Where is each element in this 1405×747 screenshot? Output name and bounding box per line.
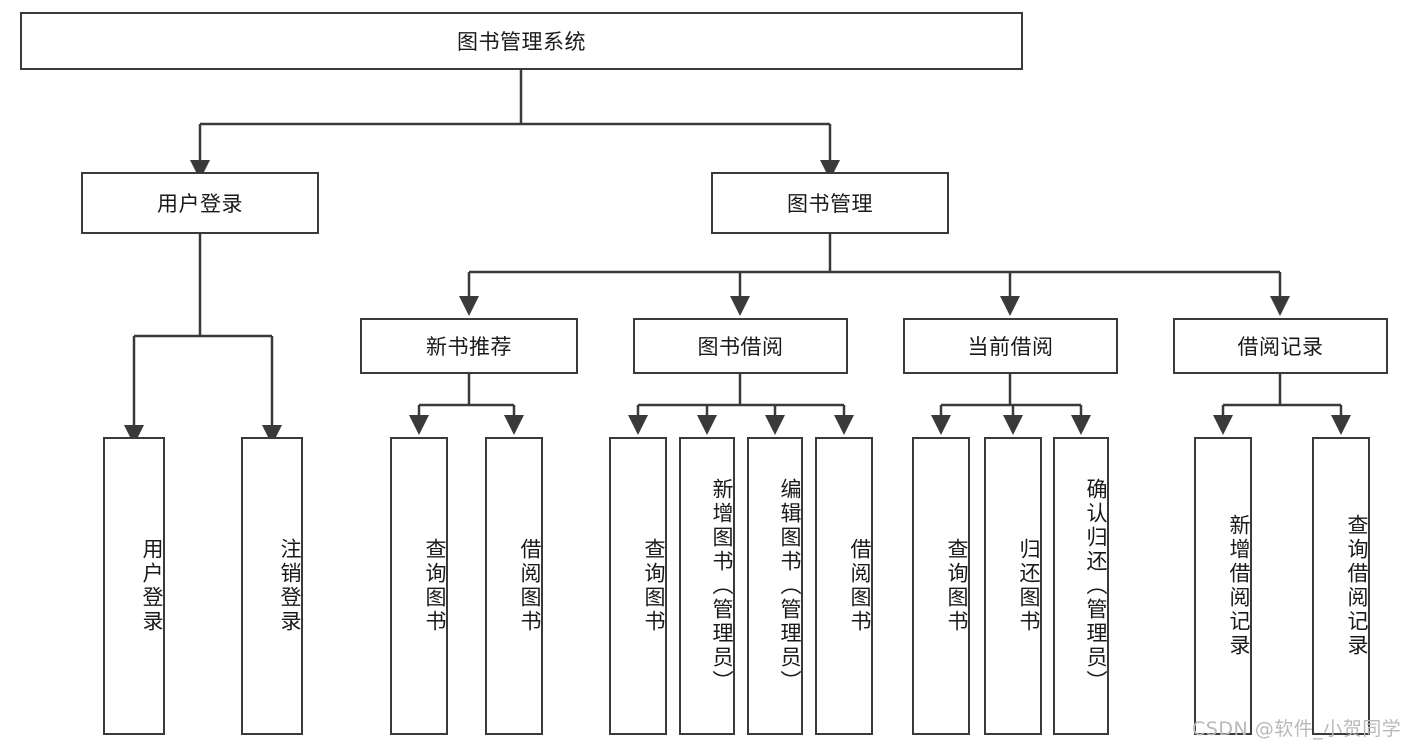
node-label: 借阅图书 (518, 538, 542, 634)
node-label: 注销登录 (278, 538, 302, 634)
arrowhead-leaf-logout-login (262, 425, 282, 445)
node-label: 新书推荐 (426, 335, 512, 359)
node-leaf-return-book[interactable]: 归还图书 (984, 437, 1042, 735)
node-user-login[interactable]: 用户登录 (81, 172, 319, 234)
node-current-borrow[interactable]: 当前借阅 (903, 318, 1118, 374)
node-leaf-query-book-3[interactable]: 查询图书 (912, 437, 970, 735)
arrowhead-leaf-add-book (697, 415, 717, 435)
arrowhead-leaf-edit-book (765, 415, 785, 435)
node-label: 借阅记录 (1237, 335, 1324, 359)
arrowhead-leaf-user-login (124, 425, 144, 445)
arrowhead-new-book-recommend (459, 296, 479, 316)
node-leaf-add-book[interactable]: 新增图书（管理员） (679, 437, 735, 735)
node-label: 图书借阅 (697, 335, 784, 359)
node-label: 新增图书（管理员） (710, 478, 734, 694)
node-label: 用户登录 (140, 538, 164, 634)
node-leaf-borrow-book-1[interactable]: 借阅图书 (485, 437, 543, 735)
arrowhead-current-borrow (1000, 296, 1020, 316)
node-new-book-recommend[interactable]: 新书推荐 (360, 318, 578, 374)
node-label: 当前借阅 (967, 335, 1054, 359)
node-leaf-query-borrow-record[interactable]: 查询借阅记录 (1312, 437, 1370, 735)
node-label: 新增借阅记录 (1227, 514, 1251, 658)
arrowhead-leaf-confirm-return (1071, 415, 1091, 435)
node-leaf-add-borrow-record[interactable]: 新增借阅记录 (1194, 437, 1252, 735)
arrowhead-book-management (820, 160, 840, 180)
node-leaf-query-book-2[interactable]: 查询图书 (609, 437, 667, 735)
node-leaf-user-login[interactable]: 用户登录 (103, 437, 165, 735)
arrowhead-leaf-query-borrow-record (1331, 415, 1351, 435)
node-label: 查询图书 (423, 538, 447, 634)
node-label: 查询图书 (642, 538, 666, 634)
arrowhead-borrow-record (1270, 296, 1290, 316)
node-borrow-record[interactable]: 借阅记录 (1173, 318, 1388, 374)
node-label: 查询借阅记录 (1345, 514, 1369, 658)
node-label: 确认归还（管理员） (1084, 478, 1108, 694)
arrowhead-leaf-borrow-book-1 (504, 415, 524, 435)
arrowhead-leaf-borrow-book-2 (834, 415, 854, 435)
arrowhead-user-login (190, 160, 210, 180)
arrowhead-leaf-query-book-1 (409, 415, 429, 435)
node-label: 图书管理系统 (457, 30, 586, 54)
node-label: 归还图书 (1017, 538, 1041, 634)
node-label: 编辑图书（管理员） (778, 478, 802, 694)
arrowheads (124, 160, 1351, 445)
arrowhead-leaf-return-book (1003, 415, 1023, 435)
node-label: 用户登录 (157, 192, 243, 216)
node-book-management-system[interactable]: 图书管理系统 (20, 12, 1023, 70)
arrowhead-leaf-query-book-3 (931, 415, 951, 435)
node-leaf-edit-book[interactable]: 编辑图书（管理员） (747, 437, 803, 735)
node-label: 图书管理 (787, 192, 873, 216)
csdn-watermark: CSDN @软件_小贺同学 (1192, 718, 1402, 740)
node-leaf-query-book-1[interactable]: 查询图书 (390, 437, 448, 735)
node-book-borrow[interactable]: 图书借阅 (633, 318, 848, 374)
arrowhead-leaf-add-borrow-record (1213, 415, 1233, 435)
node-leaf-borrow-book-2[interactable]: 借阅图书 (815, 437, 873, 735)
arrowhead-book-borrow (730, 296, 750, 316)
arrowhead-leaf-query-book-2 (628, 415, 648, 435)
node-book-management[interactable]: 图书管理 (711, 172, 949, 234)
node-leaf-confirm-return[interactable]: 确认归还（管理员） (1053, 437, 1109, 735)
node-leaf-logout-login[interactable]: 注销登录 (241, 437, 303, 735)
node-label: 查询图书 (945, 538, 969, 634)
node-label: 借阅图书 (848, 538, 872, 634)
